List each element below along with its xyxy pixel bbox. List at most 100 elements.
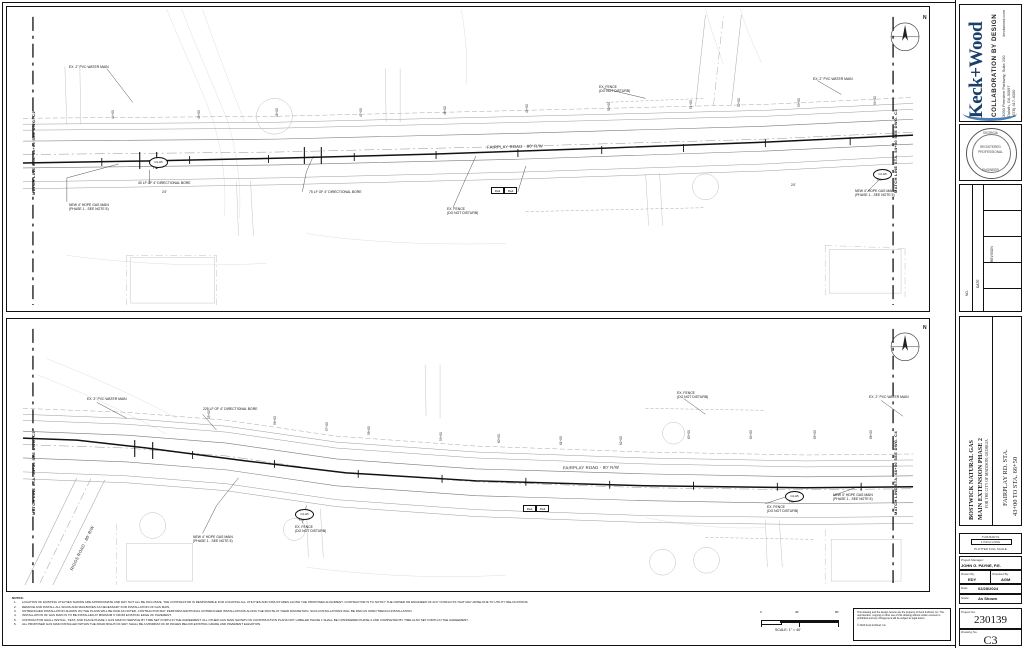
revision-date-header: DATE [976,279,980,288]
note-item: 6.ALL PROPOSED GAS MAIN INSTALLED WITHIN… [14,621,262,626]
logo-website: keckwood.com [1001,10,1006,37]
drawing-no-value: C3 [983,633,998,647]
seal-top-text: GEORGIA [983,131,998,135]
notes-header: NOTES: [12,596,24,600]
company-logo: Keck+Wood COLLABORATION BY DESIGN 3090 P… [959,4,1022,122]
checked-by-label: Checked By: [992,571,1010,576]
note-item: 4.INSTALLATION OF GAS MAIN IS TO BE INST… [14,613,172,618]
callout-fence-top-2: EX. FENCE (DO NOT DISTURB) [599,85,631,94]
callout-water-main-top-right: EX. 2" PVC WATER MAIN [813,77,853,81]
sheet-title-line2: 43+00 TO STA. 66+50 [1012,456,1019,516]
drawing-no-box [959,629,1022,646]
note-item: 5.CONTRACTOR SHALL INSTALL, TEST, AND PL… [14,617,469,622]
copyright-text: This drawing and the design hereon are t… [857,611,945,621]
drawn-by-value: EDY [968,577,977,582]
detail-bubble-bottom-left-sub: TYP. [299,519,305,522]
callout-water-main-bottom-right: EX. 2" PVC WATER MAIN [869,395,909,399]
scale-bar-block: 0 40' 80' SCALE: 1" = 40' [757,608,847,640]
plan-panel-bottom: 55+00 56+00 57+00 58+00 59+00 60+00 61+0… [6,318,930,592]
callout-new-gas-main-right-top: NEW 4" HDPE GAS MAIN (PHASE 1 - SEE NOTE… [855,189,895,198]
notes-block: NOTES: 1.LOCATION OF EXISTING UTILITIES … [12,596,642,627]
project-title-line2: MAIN EXTENSION PHASE 2 [977,438,984,520]
callout-new-gas-main-left-top: NEW 4" HDPE GAS MAIN (PHASE 1 - SEE NOTE… [69,203,109,212]
callout-bore-40lf-top: 40 LF OF 4" DIRECTIONAL BORE [138,181,191,185]
callout-bore-225lf-bottom: 225 LF OF 4" DIRECTIONAL BORE [203,407,258,411]
callout-new-gas-main-left-bottom: NEW 4" HDPE GAS MAIN (PHASE 1 - SEE NOTE… [193,535,233,544]
revision-col-header: REVISION [990,246,994,262]
callout-water-main-top-left: EX. 2" PVC WATER MAIN [69,65,109,69]
detail-tag-dw2-bottom: Dw2 [523,505,536,512]
project-manager-value: JOHN G. PAYNE, P.E. [961,563,1001,568]
plot-bar-line3: PLOTTED FULL SCALE [974,547,1007,551]
note-item: 1.LOCATION OF EXISTING UTILITIES SHOWN A… [14,600,529,605]
callout-bore-75lf-top: 75 LF OF 4" DIRECTIONAL BORE [309,190,362,194]
engineer-seal-inner [972,134,1011,173]
callout-new-gas-main-right-bottom: NEW 4" HDPE GAS MAIN (PHASE 1 - SEE NOTE… [833,493,873,502]
copyright-mark: © 2024 Keck & Wood, Inc. [857,623,887,627]
project-title-box [959,316,1022,526]
project-manager-label: Project Manager: [961,557,984,562]
callout-fence-bottom-right: EX. FENCE (DO NOT DISTURB) [767,505,799,514]
detail-bubble-top-right-sub: TYP. [877,179,883,182]
detail-tag-dw2-top: Dw2 [491,187,504,194]
north-arrow-label-top: N [923,15,927,21]
logo-address: 3090 Premiere Parkway, Suite 200 Duluth,… [1001,55,1016,117]
scale-tick-0: 0 [760,610,762,614]
revision-no-header: NO. [965,290,969,296]
engineer-seal [966,128,1017,179]
scale-bar-label: SCALE: 1" = 40' [775,628,801,632]
detail-tag-dw3-top: Dw3 [504,187,517,194]
notes-list: 1.LOCATION OF EXISTING UTILITIES SHOWN A… [12,600,642,626]
pipe-size-label-top-2: 24" [791,183,796,187]
project-title-line1: BOSTWICK NATURAL GAS [968,440,975,520]
plan-panel-top: 44+00 45+00 46+00 47+00 48+00 49+00 50+0… [6,6,930,312]
scale-label: Scale: [961,596,970,600]
project-manager-row [959,556,1022,570]
detail-bubble-top-left: C4-H5 [149,157,168,168]
checked-by-value: AGM [1001,577,1011,582]
seal-mid-text: REGISTERED [980,145,1001,149]
sheet-title-line1: FAIRPLAY RD. STA. [1002,449,1009,506]
callout-water-main-bottom-left: EX. 2" PVC WATER MAIN [87,397,127,401]
note-item: 3.UNTRENCHED INSTALLATION SHOWN ON THE P… [14,609,413,613]
title-block: Keck+Wood COLLABORATION BY DESIGN 3090 P… [955,0,1024,648]
detail-bubble-bottom-left: C4-H5 [295,509,314,520]
detail-bubble-bottom-right: C4-H5 [785,491,804,502]
scale-row [959,594,1022,604]
gas-main-line-bottom [22,437,914,489]
date-label: Date: [961,586,969,590]
project-no-box [959,608,1022,629]
callout-fence-bottom-left: EX. FENCE (DO NOT DISTURB) [295,525,327,534]
project-subtitle: FOR THE CITY OF MADISON, GEORGIA [985,439,989,508]
plot-scale-check-box [959,533,1022,554]
scale-value: As Shown [978,596,998,601]
detail-bubble-top-right: C4-H5 [873,169,892,180]
plan-top-graphics [22,8,920,306]
title-divider [992,316,993,526]
plot-bar-line2: 1 INCH LONG [980,539,1001,544]
callout-fence-top: EX. FENCE (DO NOT DISTURB) [447,207,479,216]
seal-mid-text-2: PROFESSIONAL [978,150,1003,154]
seal-bottom-text: ENGINEER [982,168,999,172]
project-no-label: Project No. [961,609,976,614]
north-arrow-label-bottom: N [923,325,927,331]
callout-fence-bottom-top: EX. FENCE (DO NOT DISTURB) [677,391,709,400]
pipe-size-label-top: 24" [162,190,167,194]
detail-tag-dw3-bottom: Dw3 [536,505,549,512]
drawn-by-label: Drawn By: [961,571,975,576]
date-row [959,584,1022,594]
scale-tick-mid: 40' [795,610,799,614]
scale-tick-end: 80' [835,610,839,614]
copyright-block: This drawing and the design hereon are t… [853,608,951,641]
logo-tagline: COLLABORATION BY DESIGN [991,13,998,117]
plot-bar-line1: THIS BAR IS [981,535,1000,539]
detail-bubble-top-left-sub: TYP. [153,167,159,170]
scale-bar-graphic [761,617,839,627]
drawing-no-label: Drawing No. [961,630,978,634]
note-item: 2.REMOVE AND INSTALL ALL SIGNS AND MAILB… [14,604,171,609]
drawn-checked-divider [990,570,991,584]
logo-company-name: Keck+Wood [966,21,987,118]
revision-table[interactable] [959,184,1022,312]
